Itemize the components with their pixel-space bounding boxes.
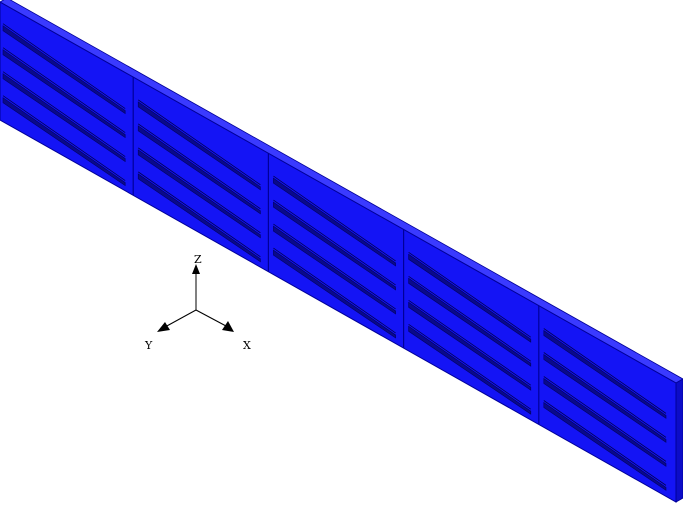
louver-blade-edge <box>408 323 532 410</box>
louver-slot <box>543 353 667 443</box>
louver-blade-edge <box>543 400 667 486</box>
louver-slot <box>273 177 396 267</box>
y-axis-label: Y <box>144 339 153 352</box>
louver-blade-edge <box>137 147 261 234</box>
louver-blade-edge <box>137 99 261 186</box>
louver-slots <box>2 23 667 491</box>
louver-slot <box>543 377 667 467</box>
louver-blade-edge <box>2 71 126 157</box>
louver-slot <box>273 225 396 315</box>
louver-blade-edge <box>543 352 667 438</box>
louver-slot <box>137 101 261 191</box>
louver-blade-edge <box>273 247 396 334</box>
louver-slot <box>137 125 261 215</box>
louver-slot <box>2 25 126 115</box>
louver-slot <box>408 253 532 343</box>
louver-slot <box>408 301 532 391</box>
louver-blade-edge <box>2 23 126 109</box>
louver-blade-edge <box>273 223 396 310</box>
louver-blade-edge <box>408 275 532 362</box>
louver-blade-edge <box>273 199 396 286</box>
x-arrow-icon <box>222 321 234 332</box>
z-axis-label: Z <box>194 253 202 266</box>
y-axis: Y <box>144 309 197 352</box>
louver-slot <box>2 73 126 163</box>
louver-slot <box>543 329 667 419</box>
louver-slot <box>543 401 667 491</box>
louver-blade-edge <box>137 123 261 210</box>
x-axis: X <box>195 309 251 352</box>
louver-slot <box>408 277 532 367</box>
louver-blade-edge <box>408 251 532 338</box>
louver-blade-edge <box>273 175 396 262</box>
panel-seams <box>132 77 540 425</box>
louver-blade-edge <box>543 328 667 414</box>
louver-blade-edge <box>408 299 532 386</box>
z-axis: Z <box>192 253 202 310</box>
louver-slot <box>2 97 126 187</box>
louver-slot <box>273 201 396 291</box>
louver-slot <box>408 325 532 415</box>
louver-blade-edge <box>137 171 261 258</box>
louver-slot <box>137 173 261 263</box>
louver-blade-edge <box>2 95 126 181</box>
louver-slot <box>2 49 126 139</box>
y-arrow-icon <box>157 322 170 332</box>
z-arrow-icon <box>192 264 200 274</box>
louver-slot <box>273 249 396 339</box>
louver-blade-edge <box>543 376 667 462</box>
louver-blade-edge <box>2 47 126 133</box>
louver-slot <box>137 149 261 239</box>
x-axis-label: X <box>243 339 251 352</box>
